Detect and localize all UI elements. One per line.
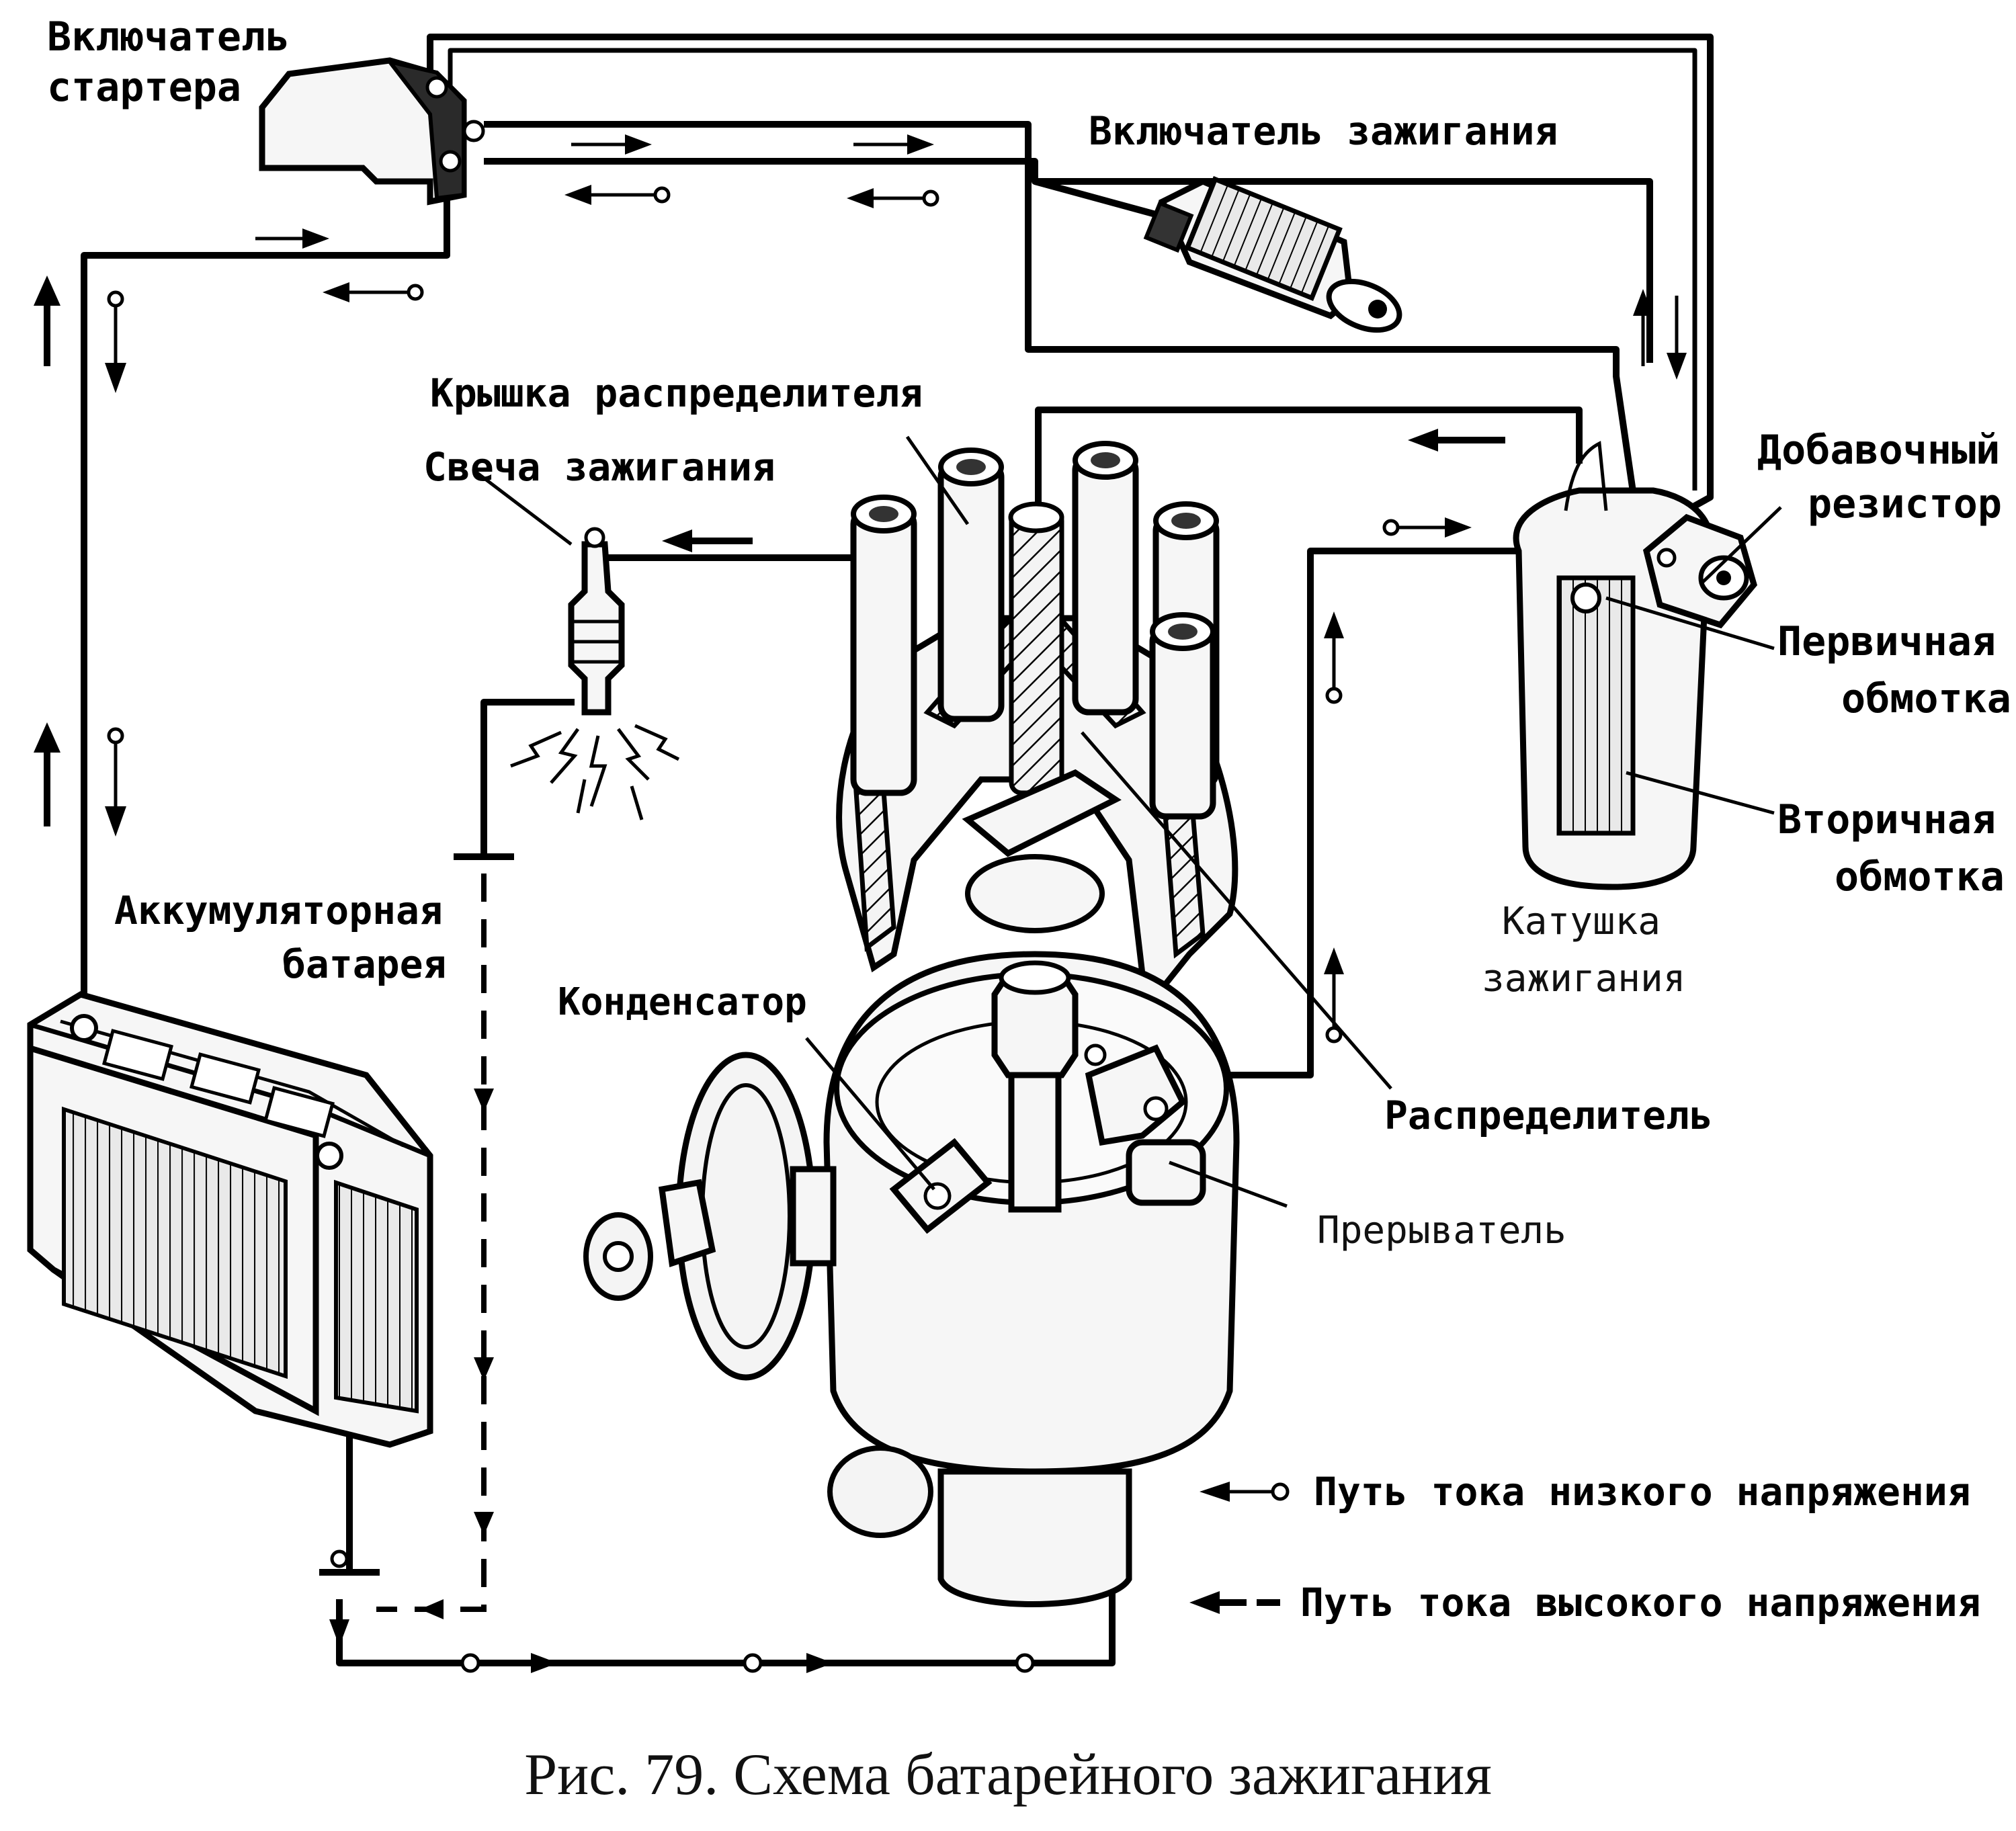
vacuum-advance bbox=[583, 1052, 837, 1381]
octane-corrector bbox=[827, 1445, 933, 1538]
label-battery-1: Аккумуляторная bbox=[114, 888, 443, 933]
arrow-left-top-2 bbox=[847, 188, 939, 208]
label-battery-2: батарея bbox=[282, 941, 446, 987]
leader-lines bbox=[472, 435, 1782, 1208]
label-breaker: Прерыватель bbox=[1317, 1209, 1566, 1252]
arrows-dashed-return bbox=[420, 1089, 494, 1619]
cap-tower-1 bbox=[850, 495, 917, 796]
figure-caption: Рис. 79. Схема батарейного зажигания bbox=[524, 1742, 1492, 1807]
arrow-right-top-2 bbox=[853, 134, 934, 155]
breaker-points bbox=[1084, 1044, 1206, 1206]
legend: Путь тока низкого напряжения Путь тока в… bbox=[1189, 1469, 1981, 1625]
legend-high-voltage: Путь тока высокого напряжения bbox=[1189, 1580, 1981, 1625]
arrow-left-top-1 bbox=[564, 185, 671, 205]
arrow-up-right-coil bbox=[1633, 289, 1653, 366]
battery-top-cells bbox=[60, 1014, 405, 1170]
arrow-right-top-1 bbox=[571, 134, 652, 155]
arrow-left-hv-plug bbox=[662, 529, 753, 552]
ballast-resistor-body bbox=[1642, 513, 1757, 629]
arrow-right-coil-primary bbox=[1382, 517, 1472, 538]
arrow-up-coil-wire bbox=[1324, 611, 1344, 704]
label-primary-winding-1: Первичная bbox=[1777, 618, 1996, 665]
distributor-shaft bbox=[991, 960, 1079, 1213]
cap-tower-3 bbox=[1072, 441, 1139, 716]
label-distributor: Распределитель bbox=[1384, 1093, 1713, 1138]
label-spark-plug: Свеча зажигания bbox=[423, 444, 775, 490]
label-ignition-coil-1: Катушка bbox=[1502, 900, 1661, 943]
label-starter-switch-2: стартера bbox=[47, 64, 241, 111]
label-ignition-switch: Включатель зажигания bbox=[1089, 108, 1558, 154]
ignition-coil bbox=[1513, 441, 1757, 890]
arrow-right-starter bbox=[255, 228, 329, 249]
label-secondary-winding-1: Вторичная bbox=[1777, 796, 1996, 843]
label-ignition-coil-2: зажигания bbox=[1482, 957, 1685, 1000]
arrow-down-right-coil bbox=[1667, 296, 1687, 380]
label-starter-switch-1: Включатель bbox=[47, 13, 290, 60]
arrow-up-left-top bbox=[34, 275, 60, 366]
distributor bbox=[583, 951, 1240, 1607]
arrow-down-left-mid bbox=[105, 727, 126, 837]
distributor-cap bbox=[836, 441, 1238, 992]
cap-tower-5 bbox=[1149, 612, 1216, 820]
label-condenser: Конденсатор bbox=[558, 980, 807, 1024]
arrow-left-starter bbox=[323, 282, 424, 302]
label-ballast-resistor-2: резистор bbox=[1808, 480, 2002, 527]
coil-primary-winding bbox=[1556, 575, 1636, 836]
legend-low-voltage: Путь тока низкого напряжения bbox=[1200, 1469, 1971, 1515]
label-secondary-winding-2: обмотка bbox=[1835, 853, 2005, 900]
label-distributor-cap: Крышка распределителя bbox=[430, 370, 923, 416]
battery bbox=[27, 991, 433, 1448]
starter-switch bbox=[259, 57, 485, 206]
condenser-body bbox=[889, 1138, 993, 1234]
label-primary-winding-2: обмотка bbox=[1841, 675, 2011, 722]
arrow-up-left-mid bbox=[34, 722, 60, 826]
labels: Включатель стартера Включатель зажигания… bbox=[47, 13, 2011, 1252]
spark-icon bbox=[510, 724, 680, 820]
spark-plug bbox=[510, 527, 680, 820]
legend-low-voltage-text: Путь тока низкого напряжения bbox=[1314, 1469, 1971, 1515]
arrows-bottom-return bbox=[329, 1549, 1035, 1673]
cap-centre-tower bbox=[1008, 501, 1064, 796]
ignition-switch bbox=[1143, 175, 1402, 333]
label-ballast-resistor-1: Добавочный bbox=[1757, 427, 2000, 474]
arrow-down-left-top bbox=[105, 290, 126, 393]
cap-tower-2 bbox=[937, 448, 1005, 722]
current-arrows bbox=[34, 134, 1687, 1673]
arrow-up-coil-wire-2 bbox=[1324, 947, 1344, 1044]
arrow-left-hv-top bbox=[1408, 429, 1505, 452]
legend-high-voltage-text: Путь тока высокого напряжения bbox=[1300, 1580, 1981, 1625]
